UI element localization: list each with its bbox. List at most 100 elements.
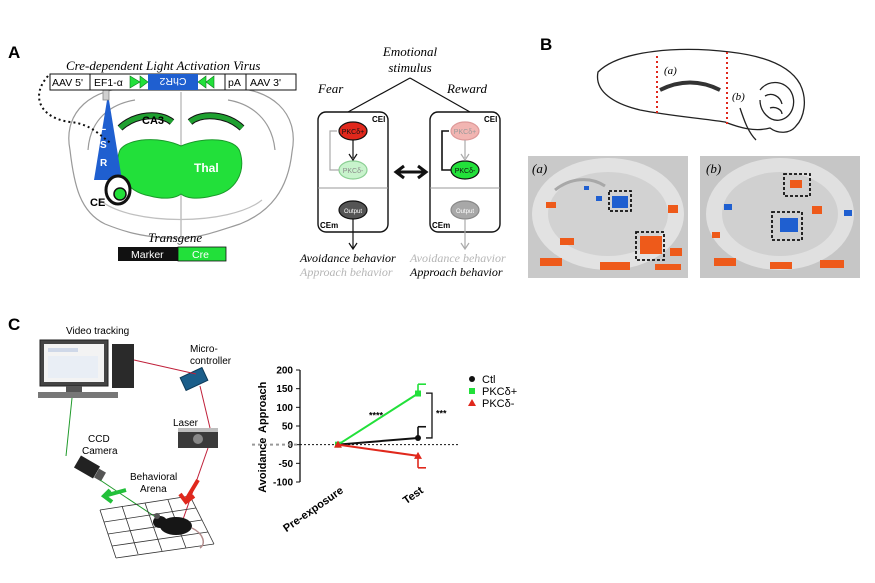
y-tick-label: 200	[276, 366, 293, 377]
sagittal-label-a: (a)	[664, 65, 677, 77]
svg-text:PKCδ+: PKCδ+	[454, 129, 476, 136]
data-point	[334, 440, 342, 448]
series-line	[337, 443, 419, 457]
construct-ef1a: EF1-α	[94, 77, 123, 89]
y-tick-label: 100	[276, 403, 293, 414]
construct-chr2: ChR2	[159, 75, 186, 87]
transgene-marker-box	[118, 247, 178, 261]
emotional-stimulus-line2: stimulus	[388, 60, 431, 75]
thalamus-region	[117, 139, 243, 199]
ca3-label: CA3	[142, 115, 164, 127]
legend-label: PKCδ+	[482, 386, 517, 398]
video-tracking-label: Video tracking	[66, 326, 129, 337]
arena-grid	[99, 495, 215, 559]
data-point	[415, 390, 421, 397]
sagittal-brain	[596, 48, 806, 141]
legend-marker	[469, 376, 475, 382]
wire-pc-camera	[65, 397, 73, 457]
legend-label: PKCδ-	[482, 398, 515, 410]
reward-circuit-box: CEl CEm PKCδ+ PKCδ- Output	[429, 111, 501, 251]
fear-label: Fear	[317, 81, 344, 96]
double-arrow	[393, 164, 429, 180]
ce-region	[104, 174, 132, 206]
legend-marker	[468, 399, 476, 406]
svg-text:Output: Output	[344, 209, 362, 215]
construct-aav3: AAV 3'	[250, 77, 281, 89]
svg-text:CEm: CEm	[432, 221, 450, 230]
camera-line	[99, 479, 161, 521]
svg-text:PKCδ-: PKCδ-	[455, 168, 476, 175]
fear-avoidance: Avoidance behavior	[299, 251, 396, 265]
lsr-label: L	[100, 122, 106, 133]
panel-b-letter: B	[540, 35, 552, 54]
red-arrow	[178, 478, 200, 505]
fmri-slice-b: (b)	[700, 156, 860, 278]
lsr-fiber	[94, 94, 122, 180]
camera-icon	[73, 455, 101, 479]
stimulus-arrows	[347, 77, 471, 113]
legend-label: Ctl	[482, 374, 495, 386]
microcontroller-line2: controller	[190, 356, 232, 367]
svg-text:S: S	[100, 140, 107, 151]
ca3-region	[117, 112, 245, 131]
x-tick-label: Pre-exposure	[281, 485, 345, 535]
laser-icon	[178, 428, 218, 448]
behavioral-arena-line1: Behavioral	[130, 472, 177, 483]
svg-text:CEl: CEl	[484, 115, 497, 124]
approach-avoidance-chart: -100-50050100150200ApproachAvoidancePre-…	[252, 366, 517, 535]
series-line	[337, 436, 419, 446]
svg-text:PKCδ-: PKCδ-	[343, 168, 364, 175]
series-line	[337, 392, 419, 446]
laser-label: Laser	[173, 418, 199, 429]
reward-label: Reward	[446, 81, 487, 96]
virus-construct: AAV 5' EF1-α ChR2 pA AAV 3'	[49, 73, 297, 91]
wire-pc-micro	[133, 359, 197, 375]
reward-avoidance: Avoidance behavior	[409, 251, 506, 265]
svg-text:Output: Output	[456, 209, 474, 215]
wire-micro-laser	[199, 385, 211, 429]
panel-a-letter: A	[8, 43, 20, 62]
transgene-title: Transgene	[148, 230, 202, 245]
legend-marker	[469, 388, 475, 394]
mouse-icon	[153, 513, 205, 549]
construct-aav5: AAV 5'	[52, 77, 83, 89]
slice-label-a: (a)	[532, 161, 547, 176]
thal-label: Thal	[194, 161, 219, 175]
slice-label-b: (b)	[706, 161, 721, 176]
transgene-cre-box	[177, 246, 227, 262]
significance-annotation: ***	[436, 409, 447, 419]
transgene-marker: Marker	[131, 249, 164, 261]
panel-c-letter: C	[8, 315, 20, 334]
injection-path	[38, 75, 113, 145]
construct-pa: pA	[228, 77, 241, 89]
microcontroller-line1: Micro-	[190, 344, 218, 355]
svg-text:PKCδ+: PKCδ+	[342, 129, 364, 136]
y-tick-label: -50	[279, 459, 294, 470]
ccd-camera-line2: Camera	[82, 446, 118, 457]
green-arrow	[100, 488, 127, 504]
y-tick-label: 150	[276, 384, 293, 395]
emotional-stimulus-line1: Emotional	[382, 44, 438, 59]
behavioral-arena-line2: Arena	[140, 484, 167, 495]
y-tick-label: -100	[273, 478, 293, 489]
y-label-approach: Approach	[257, 381, 269, 433]
computer-icon	[38, 339, 134, 398]
ce-label: CE	[90, 197, 105, 209]
significance-bracket	[426, 392, 433, 439]
fmri-slice-a: (a)	[528, 156, 688, 278]
data-point	[414, 451, 422, 459]
data-point	[415, 434, 421, 441]
fear-circuit-box: CEl CEm PKCδ+ PKCδ- Output	[317, 111, 389, 251]
reward-approach: Approach behavior	[409, 265, 503, 279]
transgene-cre: Cre	[192, 249, 209, 261]
svg-text:CEm: CEm	[320, 221, 338, 230]
svg-text:CEl: CEl	[372, 115, 385, 124]
ccd-camera-line1: CCD	[88, 434, 110, 445]
y-label-avoidance: Avoidance	[257, 438, 269, 493]
virus-title: Cre-dependent Light Activation Virus	[66, 58, 260, 73]
svg-text:R: R	[100, 158, 108, 169]
significance-annotation: ****	[369, 411, 384, 421]
y-tick-label: 50	[282, 422, 294, 433]
